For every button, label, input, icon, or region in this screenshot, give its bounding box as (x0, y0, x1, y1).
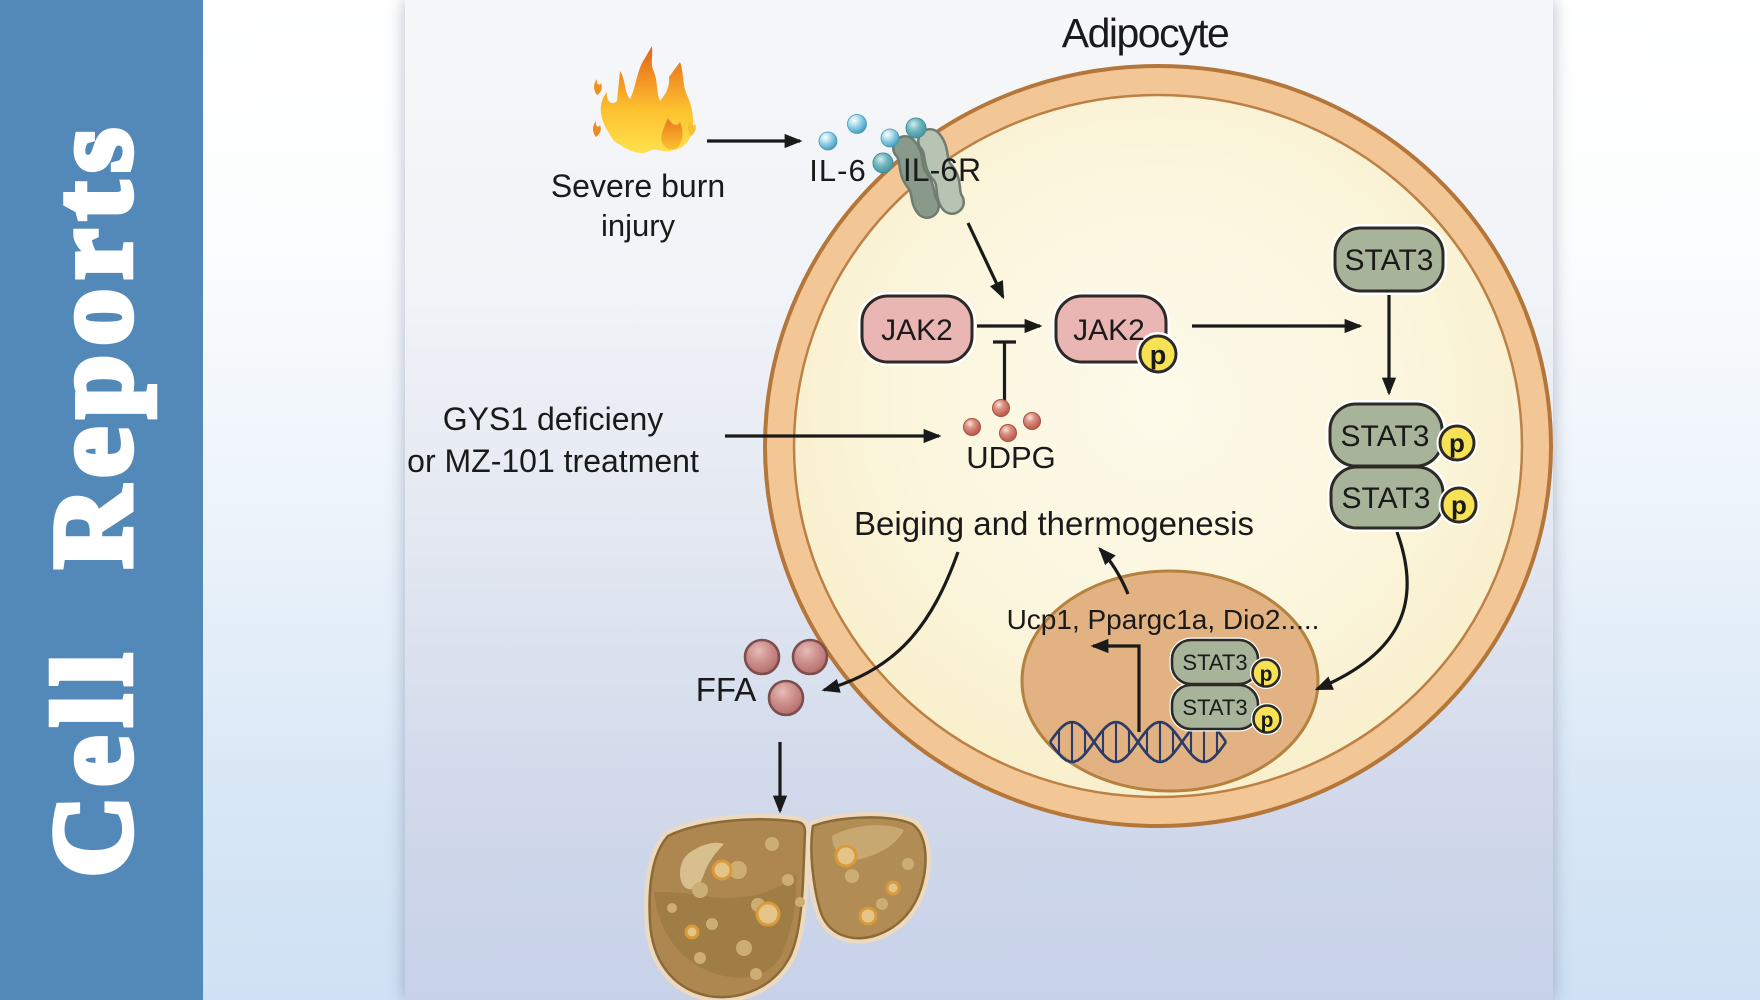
svg-text:STAT3: STAT3 (1182, 650, 1247, 675)
svg-text:p: p (1449, 428, 1465, 458)
svg-text:FFA: FFA (696, 671, 757, 708)
svg-text:p: p (1451, 490, 1467, 520)
svg-text:STAT3: STAT3 (1341, 420, 1430, 453)
svg-text:GYS1 deficieny: GYS1 deficieny (443, 401, 664, 437)
svg-text:STAT3: STAT3 (1345, 244, 1434, 277)
svg-text:Cell Reports: Cell Reports (31, 119, 155, 877)
svg-text:IL-6: IL-6 (809, 153, 866, 188)
svg-text:UDPG: UDPG (966, 440, 1056, 475)
svg-text:STAT3: STAT3 (1342, 482, 1431, 515)
svg-text:p: p (1261, 709, 1274, 732)
svg-text:p: p (1150, 340, 1167, 370)
svg-text:IL-6R: IL-6R (903, 152, 981, 188)
svg-text:Ucp1, Ppargc1a, Dio2.....: Ucp1, Ppargc1a, Dio2..... (1007, 604, 1320, 635)
svg-text:injury: injury (601, 208, 676, 243)
svg-text:Severe burn: Severe burn (551, 168, 725, 204)
svg-text:STAT3: STAT3 (1182, 695, 1247, 720)
svg-text:Adipocyte: Adipocyte (1062, 10, 1229, 56)
svg-text:JAK2: JAK2 (1073, 314, 1145, 347)
svg-text:or MZ-101 treatment: or MZ-101 treatment (407, 443, 699, 479)
svg-text:p: p (1260, 663, 1273, 686)
svg-text:Beiging and thermogenesis: Beiging and thermogenesis (854, 505, 1254, 542)
svg-text:JAK2: JAK2 (881, 314, 953, 347)
